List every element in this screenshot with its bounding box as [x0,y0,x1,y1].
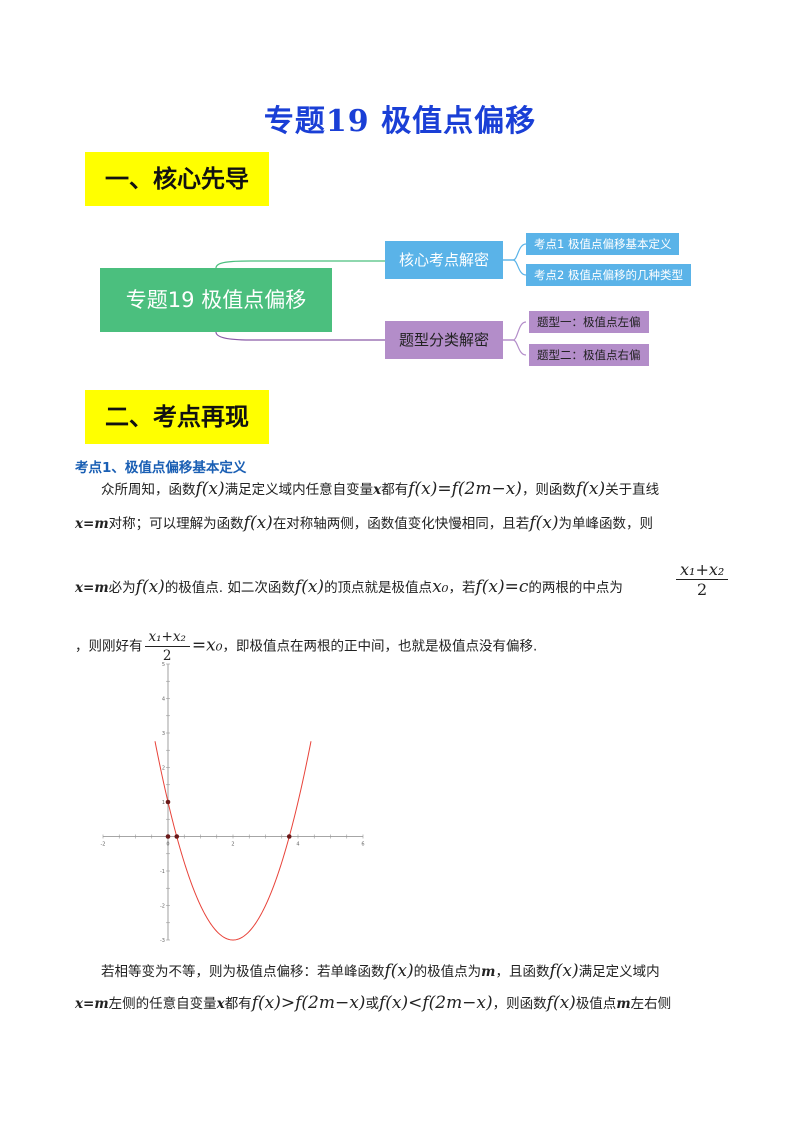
y-tick-label: 3 [162,731,165,737]
graph-point [165,834,171,839]
mindmap-leaf-tixing1: 题型一：极值点左偏 [529,311,649,333]
mindmap-leaf-tixing2: 题型二：极值点右偏 [529,344,649,366]
parabola-curve [154,741,312,941]
x-tick-label: 2 [231,842,234,848]
graph-point [286,834,292,839]
paragraph-1-line-1: 众所周知，函数f(x)满足定义域内任意自变量x都有f(x)=f(2m−x)，则函… [101,479,660,499]
paragraph-1-line-3: x=m必为f(x)的极值点. 如二次函数f(x)的顶点就是极值点x₀，若f(x)… [75,577,623,597]
mindmap-branch-types: 题型分类解密 [385,321,503,359]
x-tick-label: 0 [166,842,169,848]
x-tick-label: -2 [101,842,106,848]
mindmap-leaf-kaodian1: 考点1 极值点偏移基本定义 [526,233,680,255]
x-tick-label: 4 [296,842,299,848]
paragraph-2-line-2: x=m左侧的任意自变量x都有f(x)>f(2m−x)或f(x)<f(2m−x)，… [75,993,672,1013]
x-tick-label: 6 [361,842,364,848]
kaodian-heading: 考点1、极值点偏移基本定义 [75,460,247,476]
section-heading-core: 一、核心先导 [85,152,269,206]
mindmap-branch-core: 核心考点解密 [385,241,503,279]
paragraph-2-line-1: 若相等变为不等，则为极值点偏移：若单峰函数f(x)的极值点为m，且函数f(x)满… [101,961,660,981]
y-tick-label: 4 [162,697,165,703]
y-tick-label: 1 [162,800,165,806]
y-tick-label: -2 [160,904,165,910]
y-tick-label: -3 [160,938,165,944]
graph-point [174,834,180,839]
paragraph-1-line-2: x=m对称；可以理解为函数f(x)在对称轴两侧，函数值变化快慢相同，且若f(x)… [75,513,653,533]
section-heading-review: 二、考点再现 [85,390,269,444]
mindmap-leaf-kaodian2: 考点2 极值点偏移的几种类型 [526,264,691,286]
y-tick-label: 5 [162,662,165,668]
y-tick-label: -1 [160,869,165,875]
graph-point [165,799,171,805]
page-title: 专题19 极值点偏移 [263,104,537,139]
mindmap-root: 专题19 极值点偏移 [100,268,332,332]
parabola-graph: -2 0 2 4 6 -3 -2 -1 1 2 3 4 5 [101,662,365,944]
mindmap-connectors [215,243,527,356]
y-tick-label: 2 [162,766,165,772]
